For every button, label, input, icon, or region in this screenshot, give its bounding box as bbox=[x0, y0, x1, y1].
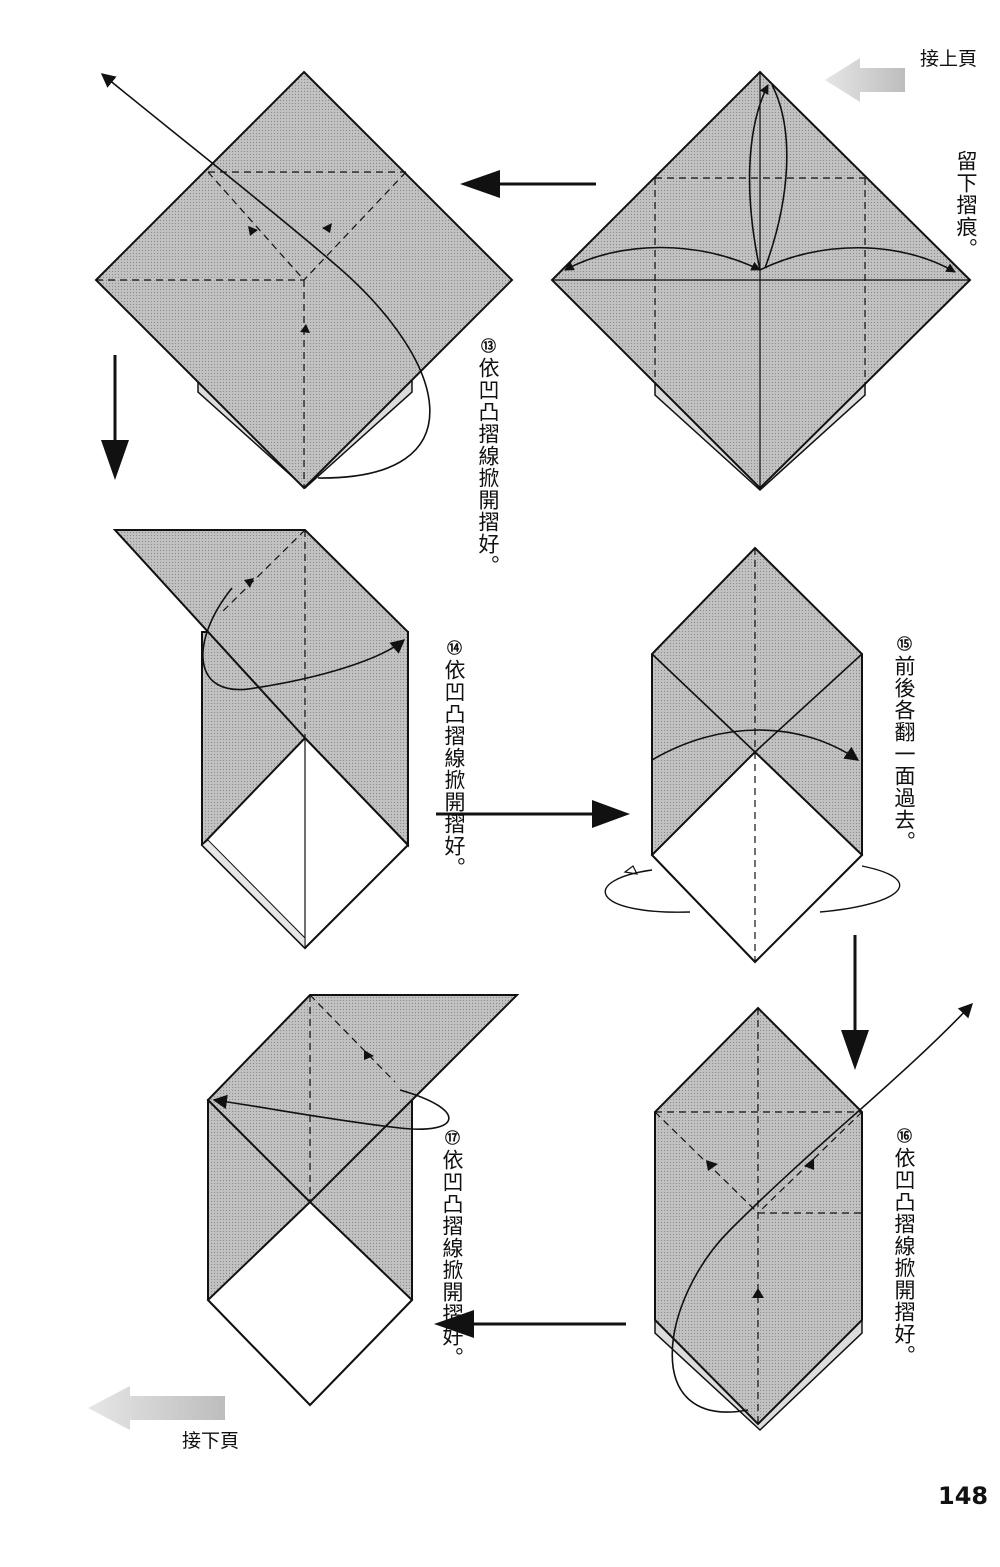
step-15-caption: ⑮ 前後各翻一面過去。 bbox=[892, 636, 916, 853]
step-15-line-1: 前後各翻一面過去。 bbox=[892, 655, 916, 853]
step-15-figure bbox=[604, 546, 901, 964]
step-14-line-1: 依凹凸摺線 bbox=[442, 659, 466, 769]
step-17-figure bbox=[206, 994, 520, 1407]
step-13-number: ⑬ bbox=[479, 338, 497, 354]
continue-to-label[interactable]: 接下頁 bbox=[182, 1430, 240, 1452]
step-13-figure bbox=[94, 70, 514, 490]
step-13-line-2: 掀開摺好。 bbox=[476, 467, 500, 577]
step-17-caption: ⑰ 依凹凸摺線掀開摺好。 bbox=[440, 1130, 464, 1369]
step-17-line-1: 依凹凸摺線 bbox=[440, 1149, 464, 1259]
step-17-number: ⑰ bbox=[443, 1130, 461, 1146]
flow-arrow-16-to-17 bbox=[434, 1310, 626, 1338]
step-12-line-1: 留下 bbox=[954, 150, 978, 194]
flow-arrow-14-to-15 bbox=[436, 800, 630, 828]
step-17-line-2: 掀開摺好。 bbox=[440, 1259, 464, 1369]
continue-from-arrow bbox=[825, 58, 905, 102]
continue-to-arrow bbox=[88, 1386, 225, 1430]
step-14-line-2: 掀開摺好。 bbox=[442, 769, 466, 879]
step-12-line-2: 摺痕。 bbox=[954, 194, 978, 260]
step-13-line-1: 依凹凸摺線 bbox=[476, 357, 500, 467]
step-14-caption: ⑭ 依凹凸摺線掀開摺好。 bbox=[442, 640, 466, 879]
step-16-number: ⑯ bbox=[895, 1128, 913, 1144]
step-14-figure bbox=[112, 529, 410, 950]
flow-arrow-12-to-13 bbox=[460, 170, 596, 198]
page-number: 148 bbox=[938, 1482, 989, 1510]
step-13-caption: ⑬ 依凹凸摺線掀開摺好。 bbox=[476, 338, 500, 577]
flow-arrow-13-to-14 bbox=[101, 355, 129, 480]
step-14-number: ⑭ bbox=[445, 640, 463, 656]
flow-arrow-15-to-16 bbox=[841, 935, 869, 1070]
continue-from-label[interactable]: 接上頁 bbox=[920, 48, 978, 70]
step-15-number: ⑮ bbox=[895, 636, 913, 652]
step-16-line-1: 依凹凸摺線掀開摺好。 bbox=[892, 1147, 916, 1367]
step-16-caption: ⑯ 依凹凸摺線掀開摺好。 bbox=[892, 1128, 916, 1367]
step-12-caption: 留下摺痕。 bbox=[954, 150, 978, 260]
step-12-figure bbox=[550, 70, 972, 492]
step-16-figure bbox=[654, 1002, 973, 1432]
